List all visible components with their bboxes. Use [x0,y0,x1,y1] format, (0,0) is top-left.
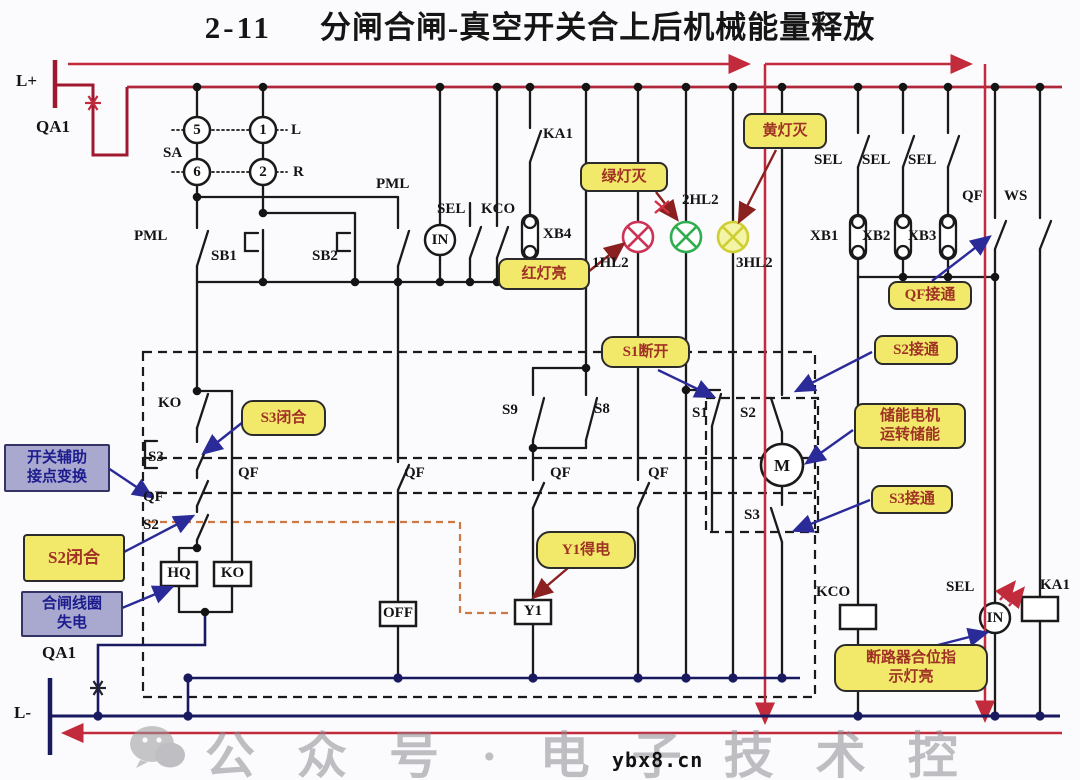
callout-arrows [107,235,992,647]
label-xb4: XB4 [543,226,572,242]
label-ka1-bottom: KA1 [1040,577,1070,593]
label-qa1-top: QA1 [36,117,70,136]
label-xb2: XB2 [862,228,891,244]
label-sb2: SB2 [312,248,338,264]
label-sa-r: R [293,164,304,180]
label-pml-left: PML [134,228,168,244]
label-s8: S8 [594,401,610,417]
lamp-1hl2-icon [621,220,655,254]
callout-yellow-lamp-off: 黄灯灭 [743,113,827,149]
label-in-mid: IN [431,232,449,248]
callout-s1-open: S1断开 [601,336,690,368]
motor-icon [759,442,805,488]
label-qf-y1-col: QF [550,465,571,481]
label-s9: S9 [502,402,518,418]
sa-contact-6: 6 [193,164,201,180]
l-plus-feeder [52,60,129,157]
sa-contact-5: 5 [193,122,201,138]
label-sel-mid: SEL [437,201,466,217]
label-sel1: SEL [814,152,843,168]
title-index: 2-11 [204,10,272,45]
label-qa1-bottom: QA1 [42,643,76,662]
label-pml-right: PML [376,176,410,192]
label-ws: WS [1004,188,1028,204]
sa-contact-1: 1 [259,122,267,138]
dashed-region-inner [704,396,820,534]
return-bus [47,612,1060,755]
label-l-plus: L+ [16,71,38,90]
label-off-coil: OFF [383,605,413,621]
bus-dots [93,673,1045,721]
lamp-in-mid-icon [423,223,457,257]
label-sel3: SEL [908,152,937,168]
title-text: 分闸合闸-真空开关合上后机械能量释放 [319,10,876,45]
callout-motor-charging: 储能电机运转储能 [854,403,966,449]
label-qf-off-col: QF [404,465,425,481]
page-title: 2-11 分闸合闸-真空开关合上后机械能量释放 [0,2,1080,47]
callout-s3-on: S3接通 [871,485,953,514]
lamp-off-cross-icon [654,200,670,214]
callout-aux-contact: 开关辅助接点变换 [4,444,110,492]
label-qf-mid2: QF [648,465,669,481]
label-sa: SA [163,145,183,161]
label-s2-left: S2 [143,517,159,533]
label-xb3: XB3 [908,228,937,244]
label-kco-mid: KCO [481,201,516,217]
label-2hl2: 2HL2 [682,192,719,208]
label-s3-mid: S3 [744,507,760,523]
label-y1-coil: Y1 [523,603,543,619]
label-sel2: SEL [862,152,891,168]
callout-y1-energized: Y1得电 [536,531,636,569]
sa-selector-icon [182,115,278,187]
label-xb1: XB1 [810,228,839,244]
label-motor: M [773,456,791,475]
lamp-2hl2-icon [669,220,703,254]
callout-breaker-lamp: 断路器合位指示灯亮 [834,644,988,692]
label-ka1-top: KA1 [543,126,573,142]
label-ko-contact: KO [158,395,182,411]
label-sb1: SB1 [211,248,237,264]
y1-trace-dashed [148,520,513,615]
lamp-rays-icon [994,580,1026,610]
callout-closing-coil: 合闸线圈失电 [21,591,123,637]
label-sel-bottom: SEL [946,579,975,595]
label-sa-l: L [291,122,302,138]
callout-s2-on: S2接通 [874,335,958,365]
label-3hl2: 3HL2 [736,255,773,271]
label-s1: S1 [692,405,708,421]
label-hq-coil: HQ [167,565,191,581]
lamp-3hl2-icon [716,220,750,254]
label-in-bottom: IN [986,610,1004,626]
label-qf-top: QF [962,188,983,204]
label-s2-mid: S2 [740,405,756,421]
label-l-minus: L- [14,703,31,722]
label-s3-left: S3 [148,449,164,465]
label-qf-left: QF [143,489,164,505]
callout-s2-closed: S2闭合 [23,534,125,582]
label-kco-bottom: KCO [816,584,851,600]
lamp-callout-arrows [531,149,778,600]
callout-s3-closed: S3闭合 [241,400,326,436]
callout-qf-on: QF接通 [888,281,972,310]
label-ko-coil: KO [220,565,245,581]
sa-contact-2: 2 [259,164,267,180]
label-1hl2: 1HL2 [592,255,629,271]
callout-green-lamp-off: 绿灯灭 [580,162,668,192]
callout-red-lamp-on: 红灯亮 [498,258,590,290]
junction-dots [192,82,1045,617]
label-qf-bypass: QF [238,465,259,481]
